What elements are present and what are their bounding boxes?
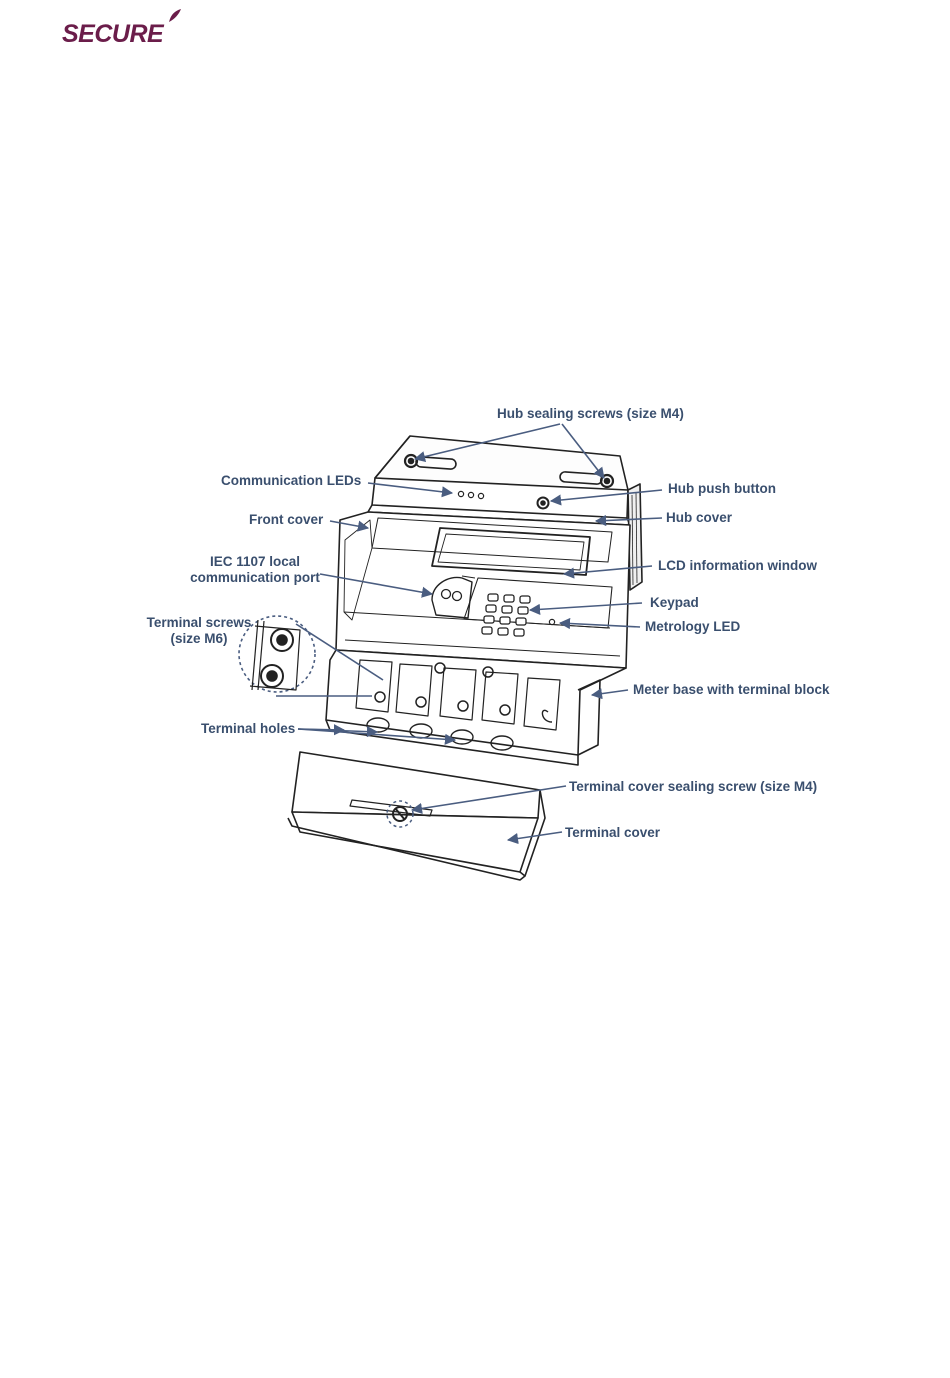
label-terminal-cover-screw: Terminal cover sealing screw (size M4) — [569, 779, 817, 794]
label-communication-leds: Communication LEDs — [221, 473, 361, 488]
label-iec-port-line1: IEC 1107 local — [210, 554, 300, 569]
label-hub-sealing-screws: Hub sealing screws (size M4) — [497, 406, 684, 421]
label-terminal-screws-line1: Terminal screws — [147, 615, 252, 630]
label-terminal-screws-line2: (size M6) — [170, 631, 227, 646]
label-keypad: Keypad — [650, 595, 699, 610]
meter-illustration — [239, 436, 642, 880]
label-iec-port-line2: communication port — [190, 570, 320, 585]
label-lcd-window: LCD information window — [658, 558, 817, 573]
label-terminal-holes: Terminal holes — [201, 721, 295, 736]
front-cover — [336, 512, 630, 668]
label-metrology-led: Metrology LED — [645, 619, 741, 634]
label-meter-base: Meter base with terminal block — [633, 682, 830, 697]
label-hub-push-button: Hub push button — [668, 481, 776, 496]
communication-led-dots — [458, 491, 483, 498]
terminal-cover-shape — [288, 752, 545, 880]
label-hub-cover: Hub cover — [666, 510, 733, 525]
hub-push-button-shape — [538, 498, 549, 509]
label-front-cover: Front cover — [249, 512, 324, 527]
label-terminal-cover: Terminal cover — [565, 825, 661, 840]
